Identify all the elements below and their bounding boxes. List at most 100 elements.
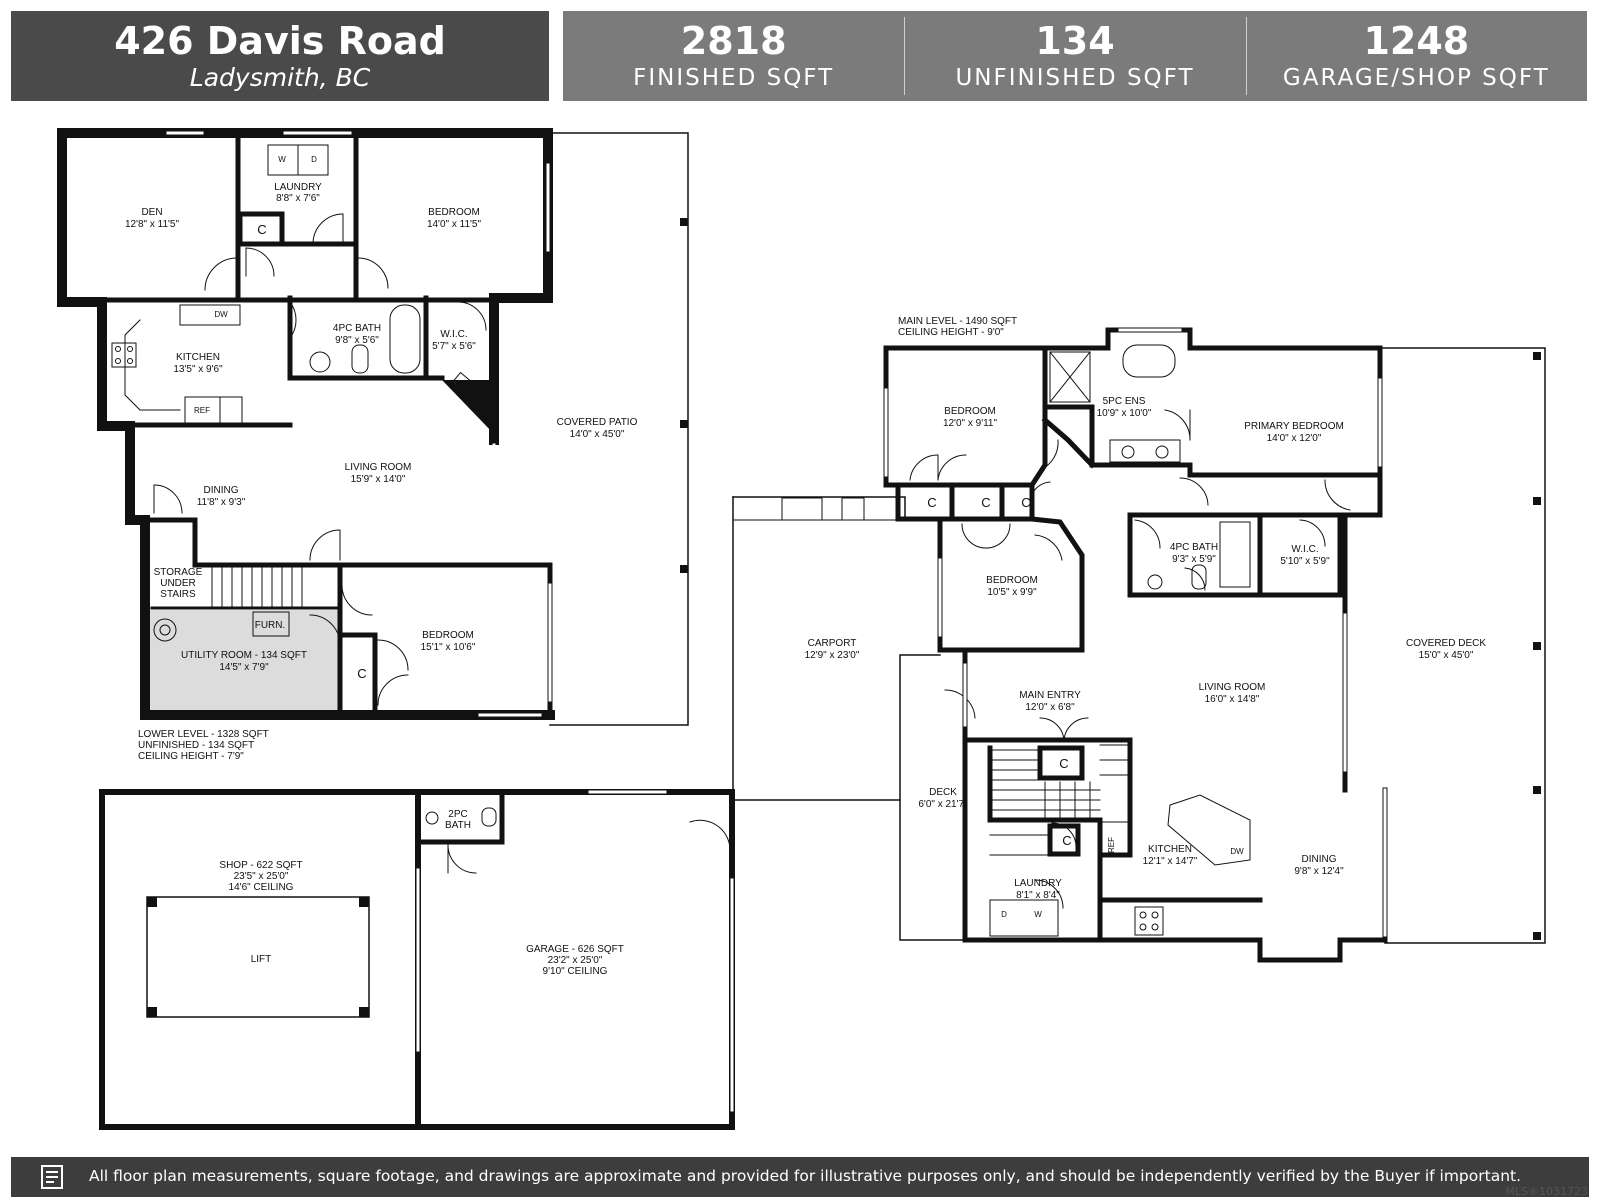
svg-text:12'0" x 9'11": 12'0" x 9'11" [943, 418, 998, 429]
svg-text:W.I.C.: W.I.C. [440, 329, 467, 340]
svg-text:C: C [1062, 833, 1071, 848]
main-covdeck-name: COVERED DECK [1406, 638, 1486, 649]
document-icon [41, 1165, 63, 1189]
svg-text:LAUNDRY: LAUNDRY [1014, 878, 1062, 889]
garage-bath-l1: 2PC [448, 809, 467, 820]
svg-text:BATH: BATH [445, 820, 471, 831]
lower-kitchen-name: KITCHEN [176, 352, 220, 363]
main-kitchen-name: KITCHEN [1148, 844, 1192, 855]
address-city: Ladysmith, BC [189, 63, 371, 92]
svg-text:BEDROOM: BEDROOM [422, 630, 474, 641]
main-carport-name: CARPORT [808, 638, 857, 649]
svg-text:D: D [311, 155, 317, 164]
svg-text:UNFINISHED - 134 SQFT: UNFINISHED - 134 SQFT [138, 740, 254, 751]
lower-den-dim: 12'8" x 11'5" [125, 219, 180, 230]
svg-text:GARAGE - 626 SQFT: GARAGE - 626 SQFT [526, 944, 624, 955]
main-primary-dim: 14'0" x 12'0" [1267, 433, 1322, 444]
svg-text:C: C [257, 222, 266, 237]
svg-text:CARPORT: CARPORT [808, 638, 857, 649]
svg-text:COVERED DECK: COVERED DECK [1406, 638, 1486, 649]
main-deck-dim: 6'0" x 21'7" [918, 799, 968, 810]
svg-text:15'0" x 45'0": 15'0" x 45'0" [1419, 650, 1474, 661]
main-entry-name: MAIN ENTRY [1019, 690, 1081, 701]
svg-text:REF: REF [1107, 837, 1116, 853]
lower-bedroom1-name: BEDROOM [428, 207, 480, 218]
svg-text:DINING: DINING [204, 485, 239, 496]
garage-walls [99, 789, 735, 1130]
stat-unfinished-label: UNFINISHED SQFT [955, 65, 1195, 91]
lower-washer: W [278, 155, 286, 164]
garage-ceiling: 9'10" CEILING [543, 966, 608, 977]
main-fridge: REF [1107, 837, 1116, 853]
svg-text:MAIN ENTRY: MAIN ENTRY [1019, 690, 1081, 701]
svg-text:16'0" x 14'8": 16'0" x 14'8" [1205, 694, 1260, 705]
stats-banner: 2818 FINISHED SQFT 134 UNFINISHED SQFT 1… [563, 11, 1587, 101]
svg-text:DINING: DINING [1302, 854, 1337, 865]
main-laundry-name: LAUNDRY [1014, 878, 1062, 889]
main-bath-name: 4PC BATH [1170, 542, 1218, 553]
lower-utility-dim: 14'5" x 7'9" [219, 662, 269, 673]
svg-text:23'5" x 25'0": 23'5" x 25'0" [234, 871, 289, 882]
svg-text:8'1" x 8'4": 8'1" x 8'4" [1016, 890, 1060, 901]
svg-text:BEDROOM: BEDROOM [986, 575, 1038, 586]
svg-text:4PC BATH: 4PC BATH [1170, 542, 1218, 553]
svg-text:4PC BATH: 4PC BATH [333, 323, 381, 334]
lower-dryer: D [311, 155, 317, 164]
svg-text:PRIMARY BEDROOM: PRIMARY BEDROOM [1244, 421, 1344, 432]
lower-note-3: CEILING HEIGHT - 7'9" [138, 751, 244, 762]
lower-living-dim: 15'9" x 14'0" [351, 474, 406, 485]
svg-text:W: W [278, 155, 286, 164]
svg-text:14'5" x 7'9": 14'5" x 7'9" [219, 662, 269, 673]
stat-finished: 2818 FINISHED SQFT [563, 11, 904, 101]
svg-text:5'7" x 5'6": 5'7" x 5'6" [432, 341, 476, 352]
stat-finished-label: FINISHED SQFT [633, 65, 835, 91]
svg-text:D: D [1001, 910, 1007, 919]
svg-text:BEDROOM: BEDROOM [944, 406, 996, 417]
lower-furnace-label: FURN. [255, 620, 286, 631]
main-living-name: LIVING ROOM [1199, 682, 1266, 693]
svg-text:15'9" x 14'0": 15'9" x 14'0" [351, 474, 406, 485]
lower-closet-1: C [257, 222, 266, 237]
svg-text:13'5" x 9'6": 13'5" x 9'6" [173, 364, 223, 375]
svg-text:LIVING ROOM: LIVING ROOM [345, 462, 412, 473]
svg-text:15'1" x 10'6": 15'1" x 10'6" [421, 642, 476, 653]
garage-bath-l2: BATH [445, 820, 471, 831]
main-dining-dim: 9'8" x 12'4" [1294, 866, 1344, 877]
address-title: 426 Davis Road [114, 19, 446, 63]
main-living-dim: 16'0" x 14'8" [1205, 694, 1260, 705]
svg-text:DECK: DECK [929, 787, 957, 798]
main-note-2: CEILING HEIGHT - 9'0" [898, 327, 1004, 338]
garage-dim: 23'2" x 25'0" [548, 955, 603, 966]
svg-text:12'8" x 11'5": 12'8" x 11'5" [125, 219, 180, 230]
svg-text:W.I.C.: W.I.C. [1291, 544, 1318, 555]
svg-text:14'6" CEILING: 14'6" CEILING [229, 882, 294, 893]
stat-garage: 1248 GARAGE/SHOP SQFT [1245, 11, 1587, 101]
main-kitchen-dim: 12'1" x 14'7" [1143, 856, 1198, 867]
main-bedroom2-name: BEDROOM [986, 575, 1038, 586]
disclaimer-text: All floor plan measurements, square foot… [89, 1167, 1522, 1185]
svg-text:DEN: DEN [141, 207, 162, 218]
svg-text:COVERED PATIO: COVERED PATIO [557, 417, 638, 428]
svg-text:LOWER LEVEL - 1328 SQFT: LOWER LEVEL - 1328 SQFT [138, 729, 269, 740]
main-wic-dim: 5'10" x 5'9" [1280, 556, 1330, 567]
main-closet-5: C [1062, 833, 1071, 848]
svg-text:C: C [357, 666, 366, 681]
lower-storage-l3: STAIRS [160, 589, 196, 600]
svg-text:9'8" x 5'6": 9'8" x 5'6" [335, 335, 379, 346]
main-closet-3: C [1021, 495, 1030, 510]
lower-patio-name: COVERED PATIO [557, 417, 638, 428]
lower-bath-name: 4PC BATH [333, 323, 381, 334]
stat-garage-value: 1248 [1363, 19, 1470, 63]
lower-storage-l2: UNDER [160, 578, 196, 589]
main-dishwasher: DW [1230, 847, 1244, 856]
svg-text:10'5" x 9'9": 10'5" x 9'9" [987, 587, 1037, 598]
svg-text:9'8" x 12'4": 9'8" x 12'4" [1294, 866, 1344, 877]
svg-text:W: W [1034, 910, 1042, 919]
svg-text:5PC ENS: 5PC ENS [1103, 396, 1146, 407]
lower-dining-dim: 11'8" x 9'3" [197, 497, 246, 508]
lower-dining-name: DINING [204, 485, 239, 496]
lower-fridge: REF [194, 406, 210, 415]
main-covdeck-dim: 15'0" x 45'0" [1419, 650, 1474, 661]
svg-text:UTILITY ROOM - 134 SQFT: UTILITY ROOM - 134 SQFT [181, 650, 307, 661]
lower-kitchen-dim: 13'5" x 9'6" [173, 364, 223, 375]
